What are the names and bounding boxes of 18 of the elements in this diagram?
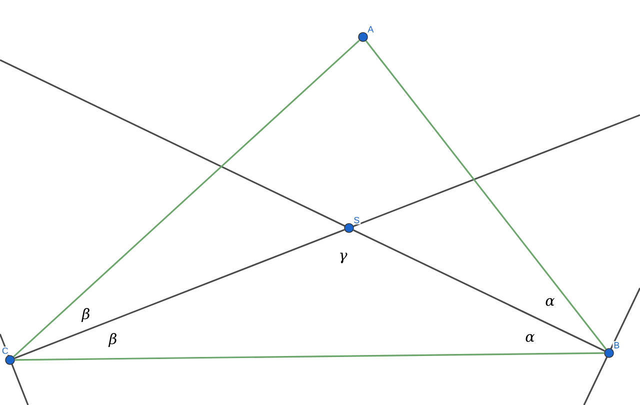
line-segment (13, 40, 360, 358)
angle-label: β (108, 333, 116, 347)
line-segment (14, 352, 604, 361)
angle-label: γ (340, 252, 348, 264)
line-segment (365, 40, 607, 350)
node-label: C (2, 348, 8, 354)
point: B (604, 341, 621, 358)
node-label: A (368, 26, 374, 32)
node-label: B (614, 342, 620, 348)
angle-label: α (526, 334, 535, 342)
line-segment (353, 229, 605, 352)
point: S (344, 216, 361, 233)
angle-label: α (546, 298, 555, 306)
point: A (358, 25, 375, 42)
node-label: S (354, 216, 360, 224)
point: C (0, 346, 15, 365)
angle-label: β (81, 308, 90, 322)
line-segment (14, 229, 345, 359)
